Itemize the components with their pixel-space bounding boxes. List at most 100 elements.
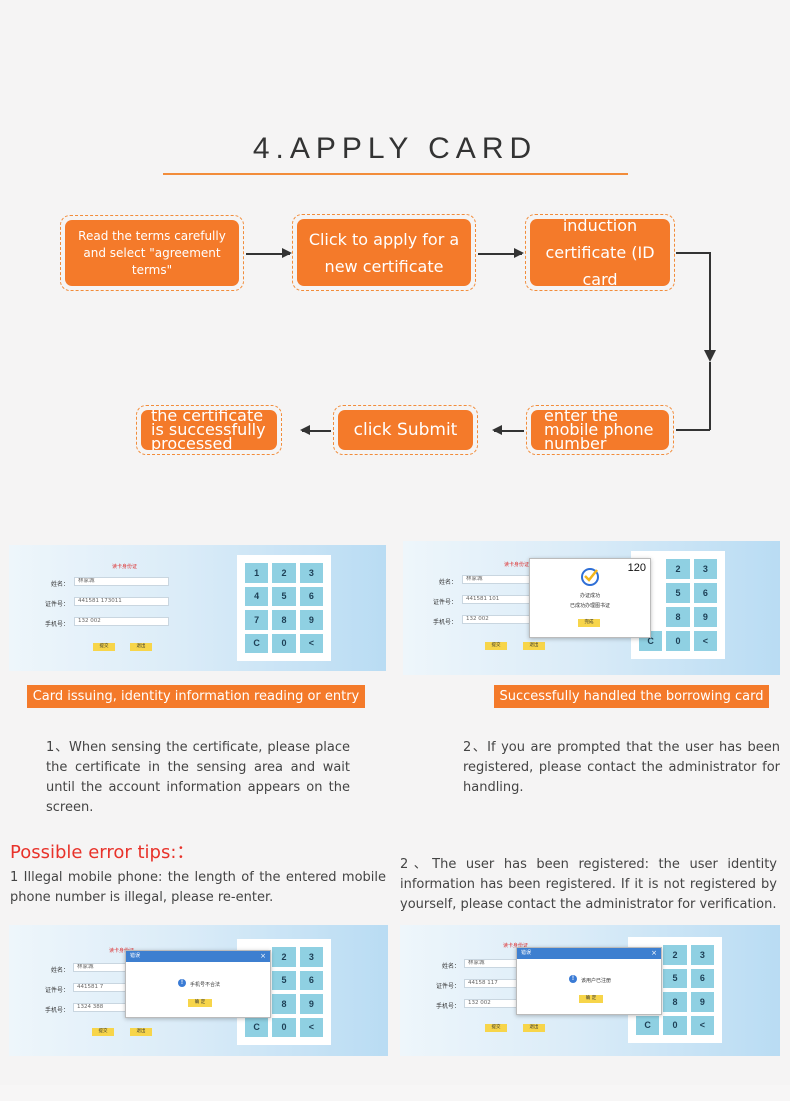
id-label: 证件号： [432, 599, 457, 606]
countdown-timer: 120 [627, 562, 646, 574]
key-clear[interactable]: C [245, 633, 269, 653]
flow-step-1-label: Read the terms carefully and select "agr… [65, 220, 239, 286]
submit-button[interactable]: 提交 [485, 1024, 507, 1032]
description-step-1: 1、When sensing the certificate, please p… [46, 740, 350, 815]
error-message: 该用户已注册 [581, 978, 612, 984]
name-field[interactable]: 林家城 [464, 959, 524, 968]
id-field[interactable]: 441581 7 [73, 983, 133, 992]
error-dialog-header: 错误 × [517, 948, 661, 959]
key-0[interactable]: 0 [666, 631, 690, 651]
key-4[interactable]: 4 [245, 586, 269, 606]
phone-label: 手机号： [44, 621, 69, 628]
key-9[interactable]: 9 [299, 994, 323, 1014]
flow-arrow-4 [300, 426, 331, 434]
screenshot-illegal-phone: 读卡身份证 姓名： 林家城 证件号： 441581 7 手机号： 1324 38… [9, 925, 388, 1056]
close-icon[interactable]: × [651, 949, 657, 957]
key-0[interactable]: 0 [272, 633, 296, 653]
exit-button[interactable]: 退出 [130, 643, 152, 651]
error-dialog-title: 错误 [130, 953, 141, 959]
error-tip-2: 2、The user has been registered: the user… [400, 857, 777, 912]
key-0[interactable]: 0 [272, 1017, 296, 1037]
key-2[interactable]: 2 [663, 945, 687, 965]
key-backspace[interactable]: < [299, 1017, 323, 1037]
finish-button[interactable]: 完成 [578, 619, 600, 627]
key-clear[interactable]: C [636, 1015, 660, 1035]
key-8[interactable]: 8 [663, 992, 687, 1012]
flow-step-2: Click to apply for a new certificate [292, 214, 476, 291]
key-1[interactable]: 1 [245, 563, 269, 583]
name-label: 姓名： [441, 963, 460, 970]
phone-field[interactable]: 1324 388 [73, 1003, 133, 1012]
key-9[interactable]: 9 [693, 607, 717, 627]
ok-button[interactable]: 确 定 [188, 999, 212, 1007]
key-7[interactable]: 7 [245, 610, 269, 630]
key-9[interactable]: 9 [690, 992, 714, 1012]
description-step-2: 2、If you are prompted that the user has … [463, 740, 780, 795]
form-title: 读卡身份证 [109, 948, 135, 954]
close-icon[interactable]: × [260, 952, 266, 960]
id-label: 证件号： [435, 983, 460, 990]
id-field[interactable]: 44158 117 [464, 979, 524, 988]
key-8[interactable]: 8 [666, 607, 690, 627]
exit-button[interactable]: 退出 [130, 1028, 152, 1036]
form-title: 读卡身份证 [504, 562, 530, 568]
submit-button[interactable]: 提交 [93, 643, 115, 651]
key-6[interactable]: 6 [299, 970, 323, 990]
key-5[interactable]: 5 [272, 970, 296, 990]
error-dialog: 错误 × ! 该用户已注册 确 定 [516, 947, 662, 1015]
key-3[interactable]: 3 [299, 563, 323, 583]
error-tip-1: 1 Illegal mobile phone: the length of th… [10, 870, 386, 905]
phone-field[interactable]: 132 002 [464, 999, 524, 1008]
warning-icon: ! [178, 979, 186, 987]
key-backspace[interactable]: < [690, 1015, 714, 1035]
screenshot-success: 读卡身份证 姓名： 林家城 证件号： 441581 101 手机号： 132 0… [403, 541, 780, 675]
key-6[interactable]: 6 [693, 583, 717, 603]
flow-step-3-label: induction certificate (ID card [530, 219, 670, 286]
key-backspace[interactable]: < [299, 633, 323, 653]
flow-step-4: enter the mobile phone number [526, 405, 674, 455]
key-3[interactable]: 3 [693, 559, 717, 579]
flow-step-4-label: enter the mobile phone number [531, 410, 669, 450]
flow-step-6-label: the certificate is successfully processe… [141, 410, 277, 450]
key-5[interactable]: 5 [272, 586, 296, 606]
exit-button[interactable]: 退出 [523, 642, 545, 650]
name-label: 姓名： [438, 579, 457, 586]
ok-button[interactable]: 确 定 [579, 995, 603, 1003]
error-dialog-header: 错误 × [126, 951, 270, 962]
submit-button[interactable]: 提交 [92, 1028, 114, 1036]
key-8[interactable]: 8 [272, 610, 296, 630]
key-2[interactable]: 2 [666, 559, 690, 579]
key-backspace[interactable]: < [693, 631, 717, 651]
flow-step-5: click Submit [333, 405, 478, 455]
error-message: 手机号不合法 [190, 982, 221, 988]
id-field[interactable]: 441581 173011 [74, 597, 169, 606]
phone-field[interactable]: 132 002 [74, 617, 169, 626]
key-6[interactable]: 6 [299, 586, 323, 606]
phone-label: 手机号： [435, 1003, 460, 1010]
key-2[interactable]: 2 [272, 563, 296, 583]
key-3[interactable]: 3 [690, 945, 714, 965]
phone-field[interactable]: 132 002 [462, 615, 532, 624]
key-6[interactable]: 6 [690, 968, 714, 988]
flow-step-3: induction certificate (ID card [525, 214, 675, 291]
key-8[interactable]: 8 [272, 994, 296, 1014]
warning-icon: ! [569, 975, 577, 983]
key-9[interactable]: 9 [299, 610, 323, 630]
name-field[interactable]: 林家城 [462, 575, 532, 584]
key-2[interactable]: 2 [272, 947, 296, 967]
flow-step-2-label: Click to apply for a new certificate [297, 219, 471, 286]
flow-arrow-3 [492, 426, 524, 434]
id-label: 证件号： [44, 601, 69, 608]
name-field[interactable]: 林家城 [73, 963, 133, 972]
keypad: 1 2 3 4 5 6 7 8 9 C 0 < [237, 555, 331, 661]
exit-button[interactable]: 退出 [523, 1024, 545, 1032]
key-5[interactable]: 5 [666, 583, 690, 603]
submit-button[interactable]: 提交 [485, 642, 507, 650]
id-field[interactable]: 441581 101 [462, 595, 532, 604]
key-3[interactable]: 3 [299, 947, 323, 967]
name-field[interactable]: 林家城 [74, 577, 169, 586]
flow-step-6: the certificate is successfully processe… [136, 405, 282, 455]
key-clear[interactable]: C [245, 1017, 269, 1037]
key-0[interactable]: 0 [663, 1015, 687, 1035]
key-5[interactable]: 5 [663, 968, 687, 988]
